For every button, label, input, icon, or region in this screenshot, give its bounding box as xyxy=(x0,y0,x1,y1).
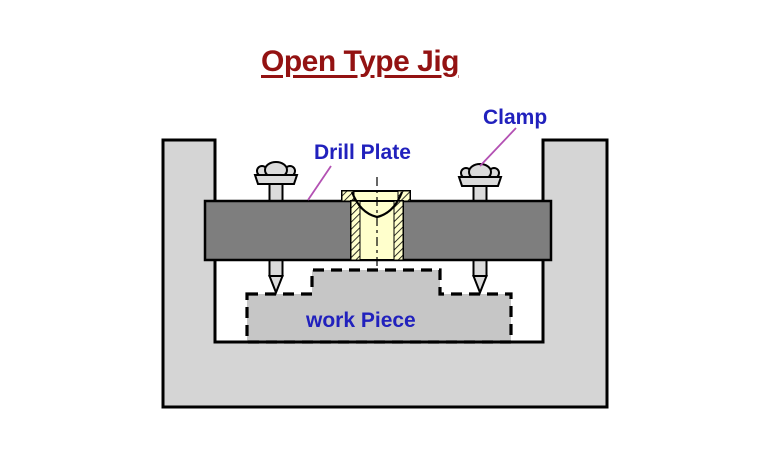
drill-bushing xyxy=(341,177,411,268)
bolt-flange xyxy=(457,176,503,187)
leader-line-drill-plate xyxy=(307,165,332,201)
label-work-piece: work Piece xyxy=(306,309,416,332)
label-drill-plate: Drill Plate xyxy=(314,141,411,164)
work-piece xyxy=(245,268,513,344)
leader-line-clamp xyxy=(479,127,517,167)
bushing-wall-hatch-right xyxy=(393,200,404,261)
screw-tip xyxy=(268,275,284,296)
bolt-flange xyxy=(253,174,299,185)
page-title: Open Type Jig xyxy=(261,45,459,78)
bushing-wall-hatch-left xyxy=(350,200,361,261)
screw-tip xyxy=(472,275,488,296)
label-clamp: Clamp xyxy=(483,106,548,129)
